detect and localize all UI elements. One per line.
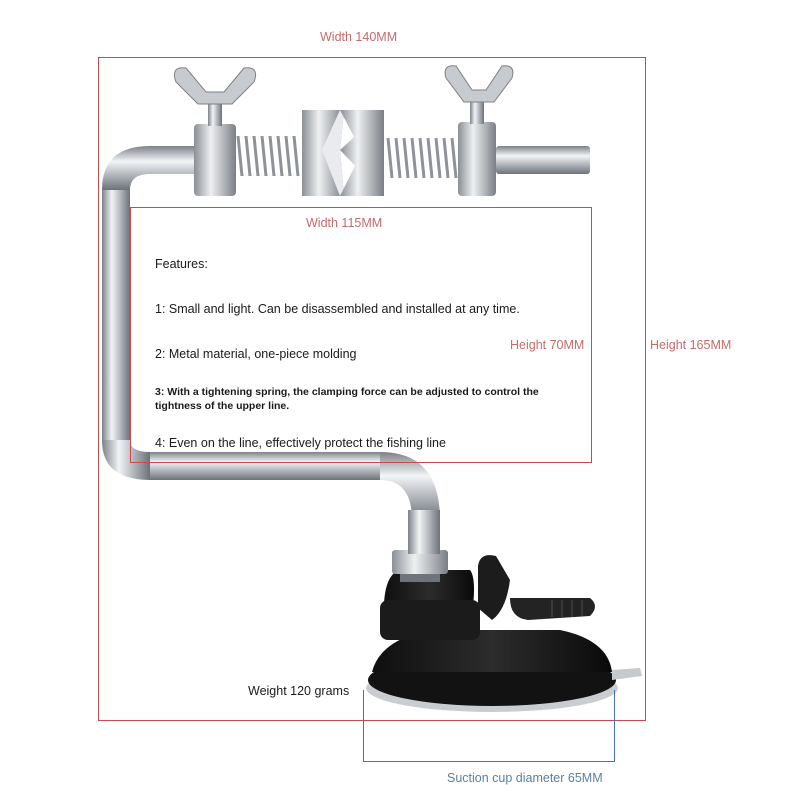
weight-label: Weight 120 grams bbox=[248, 684, 350, 698]
feature-item-1: 1: Small and light. Can be disassembled … bbox=[155, 302, 520, 316]
suction-cup-base bbox=[366, 570, 642, 712]
height-inner-label: Height 70MM bbox=[510, 338, 585, 352]
right-spring bbox=[386, 137, 458, 179]
shaft-end bbox=[496, 146, 590, 174]
features-heading: Features: bbox=[155, 257, 208, 271]
feature-item-2: 2: Metal material, one-piece molding bbox=[155, 347, 357, 361]
hex-nut bbox=[392, 550, 448, 582]
width-outer-label: Width 140MM bbox=[320, 30, 398, 44]
bent-rod bbox=[102, 146, 440, 554]
feature-item-4: 4: Even on the line, effectively protect… bbox=[155, 436, 446, 450]
inner-dimension-frame bbox=[130, 207, 592, 463]
suction-cup-bracket bbox=[363, 690, 615, 762]
feature-item-3: 3: With a tightening spring, the clampin… bbox=[155, 386, 539, 412]
height-outer-label: Height 165MM bbox=[650, 338, 732, 352]
left-clamp bbox=[173, 67, 257, 196]
right-clamp bbox=[444, 65, 514, 196]
line-guide-pulley bbox=[302, 110, 384, 196]
lever-handle bbox=[478, 555, 595, 620]
suction-cup-label: Suction cup diameter 65MM bbox=[447, 771, 603, 785]
outer-dimension-frame bbox=[98, 57, 646, 721]
left-spring bbox=[236, 135, 300, 177]
width-inner-label: Width 115MM bbox=[306, 216, 383, 230]
